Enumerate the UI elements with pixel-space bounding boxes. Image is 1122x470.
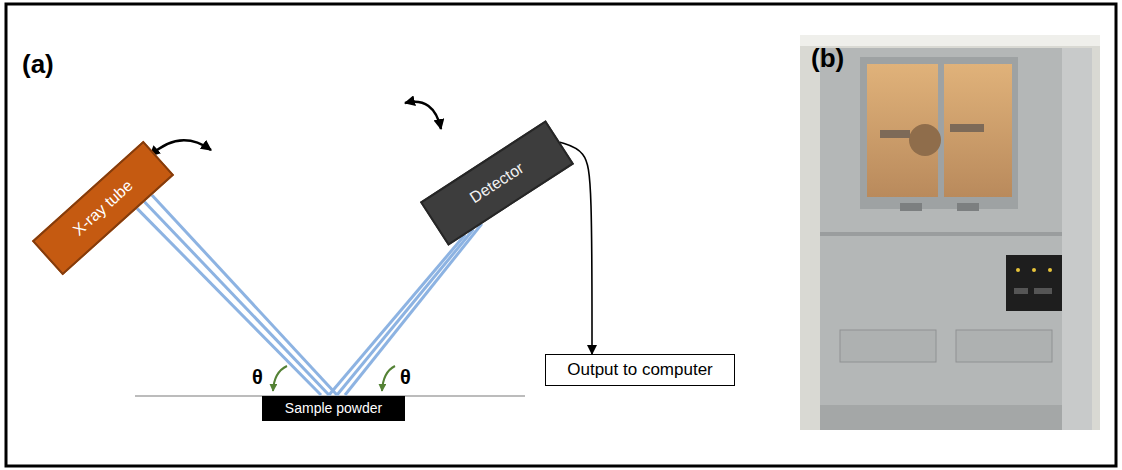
lower-panel: [840, 330, 936, 362]
node-label: Sample powder: [285, 400, 382, 416]
panel-label: (a): [22, 50, 54, 80]
panel-label: (b): [811, 44, 844, 74]
x-ray-beam: [152, 195, 337, 395]
diffracted-beam: [329, 235, 465, 395]
node-label: X-ray tube: [69, 176, 136, 239]
angle-arrow: [273, 366, 287, 391]
door-handle: [900, 203, 922, 211]
door-handle: [957, 203, 979, 211]
angle-symbol: θ: [400, 366, 411, 389]
output-box: Output to computer: [545, 354, 735, 386]
angle-symbol: θ: [252, 366, 263, 389]
rotation-arrow: [150, 140, 211, 156]
diffracted-beam: [337, 229, 473, 395]
indicator-light: [1048, 268, 1052, 272]
detector: Detector: [420, 120, 574, 245]
lower-panel: [956, 330, 1052, 362]
window: [944, 64, 1012, 197]
detector-arm: [950, 124, 984, 132]
x-ray-beam: [137, 195, 337, 395]
window-frame: [860, 57, 1018, 209]
ledge: [820, 232, 1062, 236]
instrument-side: [1062, 48, 1092, 430]
tube-housing: [880, 130, 910, 138]
signal-cable: [560, 142, 592, 354]
instrument-photo: [800, 35, 1100, 430]
x-ray-beam: [137, 208, 321, 395]
panel-display: [1034, 288, 1052, 294]
sample-holder: Sample powder: [262, 396, 405, 421]
panel-display: [1014, 288, 1028, 294]
x-ray-beam: [144, 202, 329, 395]
photo-background: [800, 35, 1100, 430]
control-panel: [1006, 255, 1062, 311]
figure-frame: [6, 4, 1116, 466]
node-label: Output to computer: [567, 360, 713, 380]
signal-cable: [560, 142, 592, 354]
x-ray-tube: X-ray tube: [32, 141, 174, 276]
goniometer: [909, 124, 941, 156]
ceiling: [800, 35, 1100, 46]
node-label: Detector: [467, 159, 528, 207]
rotation-arrow: [405, 102, 441, 129]
indicator-light: [1016, 268, 1020, 272]
angle-arrow: [382, 366, 395, 391]
instrument-body: [820, 48, 1092, 430]
diffracted-beam: [329, 224, 482, 395]
instrument-base: [820, 405, 1062, 430]
indicator-light: [1032, 268, 1036, 272]
diffracted-beam: [345, 224, 482, 395]
